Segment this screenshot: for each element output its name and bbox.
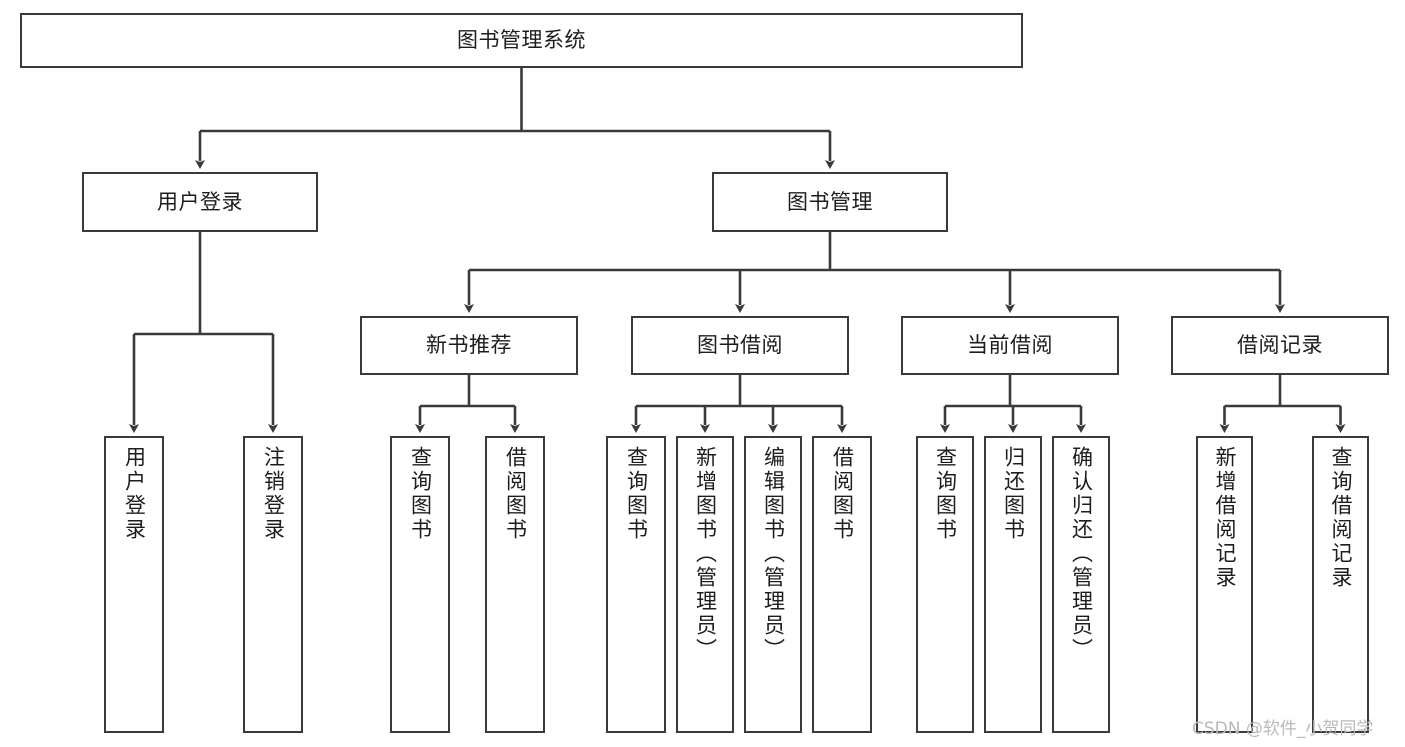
node-leaf-query-book-rec[interactable]: 查询图书 — [390, 436, 450, 733]
node-book-borrow[interactable]: 图书借阅 — [631, 316, 849, 375]
node-new-book-rec[interactable]: 新书推荐 — [360, 316, 578, 375]
node-leaf-return-book-label: 归还图书 — [1001, 446, 1026, 542]
node-borrow-record[interactable]: 借阅记录 — [1171, 316, 1389, 375]
node-leaf-user-login-label: 用户登录 — [122, 446, 147, 542]
node-leaf-user-login[interactable]: 用户登录 — [104, 436, 164, 733]
node-leaf-return-book[interactable]: 归还图书 — [984, 436, 1042, 733]
node-root-label: 图书管理系统 — [457, 28, 586, 53]
node-user-login[interactable]: 用户登录 — [82, 172, 318, 232]
node-leaf-borrow-book-rec-label: 借阅图书 — [503, 446, 528, 542]
node-leaf-add-record[interactable]: 新增借阅记录 — [1196, 436, 1253, 733]
node-leaf-query-book-current[interactable]: 查询图书 — [916, 436, 974, 733]
node-book-manage-label: 图书管理 — [787, 189, 873, 214]
node-leaf-edit-book[interactable]: 编辑图书（管理员） — [744, 436, 802, 733]
node-leaf-borrow-book[interactable]: 借阅图书 — [812, 436, 872, 733]
node-leaf-add-record-label: 新增借阅记录 — [1213, 446, 1237, 590]
node-leaf-add-book-label: 新增图书（管理员） — [693, 446, 718, 662]
node-leaf-edit-book-label: 编辑图书（管理员） — [761, 446, 786, 662]
node-leaf-confirm-return[interactable]: 确认归还（管理员） — [1052, 436, 1110, 733]
node-leaf-query-record-label: 查询借阅记录 — [1329, 446, 1353, 590]
node-book-manage[interactable]: 图书管理 — [712, 172, 948, 232]
node-leaf-logout-label: 注销登录 — [261, 446, 286, 542]
node-user-login-label: 用户登录 — [157, 189, 243, 214]
node-current-borrow-label: 当前借阅 — [967, 333, 1053, 358]
node-book-borrow-label: 图书借阅 — [697, 333, 783, 358]
node-leaf-query-book-borrow-label: 查询图书 — [624, 446, 649, 542]
node-leaf-query-book-rec-label: 查询图书 — [408, 446, 433, 542]
node-leaf-confirm-return-label: 确认归还（管理员） — [1069, 446, 1094, 662]
node-leaf-borrow-book-rec[interactable]: 借阅图书 — [485, 436, 545, 733]
node-leaf-logout[interactable]: 注销登录 — [243, 436, 303, 733]
node-leaf-borrow-book-label: 借阅图书 — [830, 446, 855, 542]
watermark: CSDN @软件_小贺同学 — [1192, 719, 1374, 739]
node-leaf-add-book[interactable]: 新增图书（管理员） — [676, 436, 734, 733]
node-leaf-query-book-borrow[interactable]: 查询图书 — [606, 436, 666, 733]
node-borrow-record-label: 借阅记录 — [1237, 333, 1323, 358]
node-new-book-rec-label: 新书推荐 — [426, 333, 512, 358]
node-leaf-query-book-current-label: 查询图书 — [933, 446, 958, 542]
node-leaf-query-record[interactable]: 查询借阅记录 — [1312, 436, 1369, 733]
node-root[interactable]: 图书管理系统 — [20, 13, 1023, 68]
node-current-borrow[interactable]: 当前借阅 — [901, 316, 1119, 375]
